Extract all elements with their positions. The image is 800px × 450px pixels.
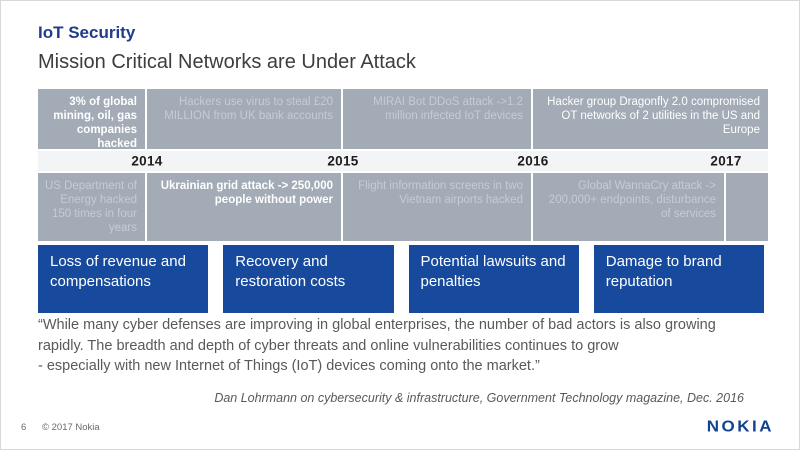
slide-pretitle: IoT Security	[38, 23, 136, 42]
timeline-event-2014-bottom: US Department of Energy hacked 150 times…	[38, 173, 147, 241]
page-number: 6	[21, 422, 27, 433]
impact-box-brand: Damage to brand reputation	[593, 245, 764, 313]
timeline-event-2016-bottom: Flight information screens in two Vietna…	[343, 173, 533, 241]
year-label-2016: 2016	[517, 153, 549, 169]
quote-attribution: Dan Lohrmann on cybersecurity & infrastr…	[214, 391, 744, 405]
impact-box-revenue: Loss of revenue and compensations	[38, 245, 209, 313]
timeline-event-2015-top: Hackers use virus to steal £20 MILLION f…	[147, 89, 343, 149]
slide-title: Mission Critical Networks are Under Atta…	[38, 51, 416, 74]
slide-header: IoT Security Mission Critical Networks a…	[38, 23, 764, 74]
copyright-text: © 2017 Nokia	[42, 422, 100, 433]
impact-box-lawsuits: Potential lawsuits and penalties	[408, 245, 579, 313]
year-label-2017: 2017	[710, 153, 742, 169]
year-label-2014: 2014	[131, 153, 163, 169]
timeline-event-2014-top: 3% of global mining, oil, gas companies …	[38, 89, 147, 149]
timeline-top-row: 3% of global mining, oil, gas companies …	[38, 89, 768, 149]
timeline-event-2016-top: MIRAI Bot DDoS attack ->1.2 million infe…	[343, 89, 533, 149]
timeline-event-2017-bottom: Global WannaCry attack -> 200,000+ endpo…	[533, 173, 726, 241]
quote-text: “While many cyber defenses are improving…	[38, 317, 716, 375]
timeline-year-band: 2014 2015 2016 2017	[38, 149, 768, 173]
timeline: 3% of global mining, oil, gas companies …	[38, 89, 768, 241]
timeline-event-2015-bottom: Ukrainian grid attack -> 250,000 people …	[147, 173, 343, 241]
timeline-bottom-row: US Department of Energy hacked 150 times…	[38, 173, 768, 241]
nokia-logo: NOKIA	[706, 417, 774, 436]
impact-box-recovery: Recovery and restoration costs	[223, 245, 394, 313]
impact-boxes: Loss of revenue and compensations Recove…	[38, 245, 764, 313]
year-label-2015: 2015	[327, 153, 359, 169]
timeline-event-2017-top: Hacker group Dragonfly 2.0 compromised O…	[547, 96, 760, 137]
timeline-empty-cell	[726, 173, 768, 241]
